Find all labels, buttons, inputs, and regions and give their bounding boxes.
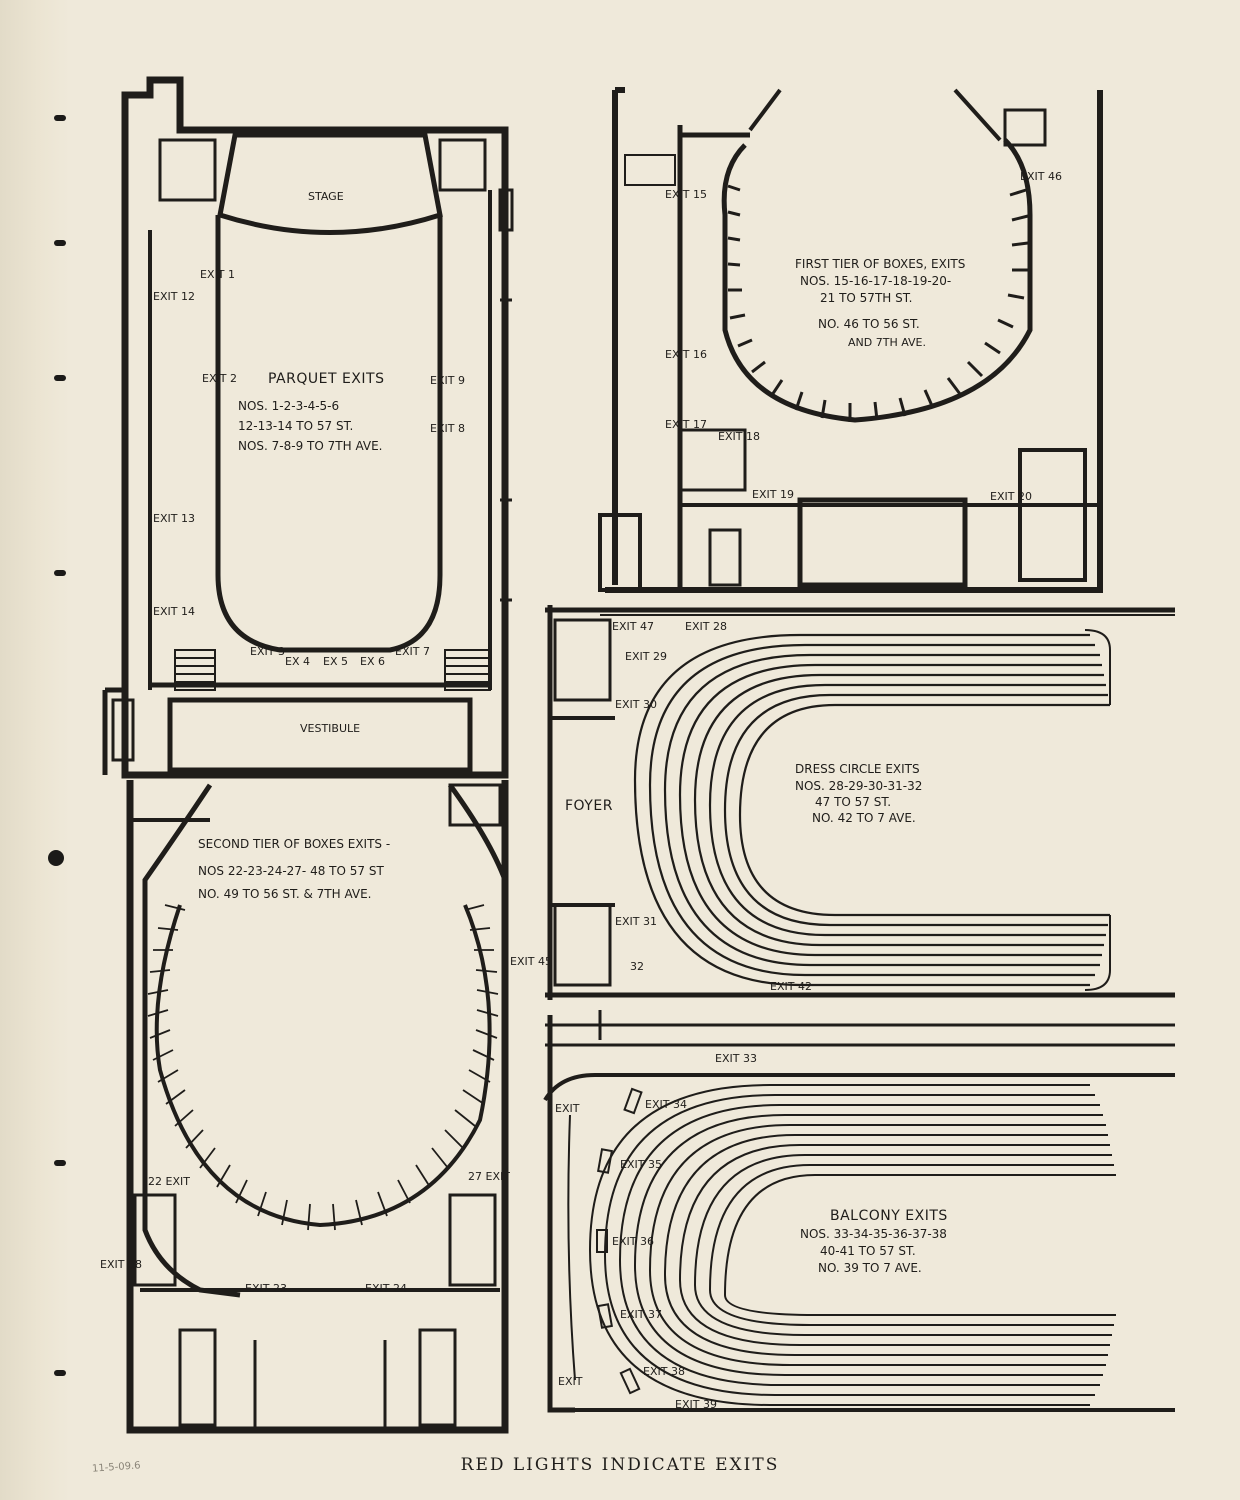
exit-38-second-tier-label: EXIT 38	[100, 1258, 142, 1271]
second-tier-line2: NO. 49 TO 56 ST. & 7TH AVE.	[198, 887, 372, 901]
exit-7-label: EXIT 7	[395, 645, 430, 658]
exit-17-label: EXIT 17	[665, 418, 707, 431]
binding-hole	[54, 1160, 66, 1166]
dress-circle-text: FOYER DRESS CIRCLE EXITS NOS. 28-29-30-3…	[565, 620, 922, 993]
parquet-plan	[102, 76, 514, 779]
exit-28-label: EXIT 28	[685, 620, 727, 633]
exit-9-label: EXIT 9	[430, 374, 465, 387]
binding-hole	[54, 240, 66, 246]
exit-12-label: EXIT 12	[153, 290, 195, 303]
foyer-label: FOYER	[565, 798, 613, 814]
exit-16-label: EXIT 16	[665, 348, 707, 361]
exit-46-label: EXIT 46	[1020, 170, 1062, 183]
binding-hole	[48, 850, 64, 866]
dress-circle-line1: NOS. 28-29-30-31-32	[795, 779, 922, 793]
parquet-title: PARQUET EXITS	[268, 371, 384, 387]
dress-circle-line2: 47 TO 57 ST.	[815, 795, 891, 809]
exit-15-label: EXIT 15	[665, 188, 707, 201]
first-tier-text: FIRST TIER OF BOXES, EXITS NOS. 15-16-17…	[665, 170, 1062, 503]
binding-hole	[54, 375, 66, 381]
exit-33-label: EXIT 33	[715, 1052, 757, 1065]
first-tier-plan	[598, 87, 1103, 593]
exit-8-label: EXIT 8	[430, 422, 465, 435]
exit-14-label: EXIT 14	[153, 605, 195, 618]
first-tier-box-partitions	[727, 184, 1029, 422]
binding-margin	[0, 0, 70, 1500]
exit-22-label: 22 EXIT	[148, 1175, 190, 1188]
exit-38-label: EXIT 38	[643, 1365, 685, 1378]
second-tier-plan	[126, 780, 509, 1434]
exit-37-label: EXIT 37	[620, 1308, 662, 1321]
exit-3-label: EXIT 3	[250, 645, 285, 658]
exit-32-label: 32	[630, 960, 644, 973]
exit-4-label: EX 4	[285, 655, 310, 668]
dress-circle-line3: NO. 42 TO 7 AVE.	[812, 811, 916, 825]
parquet-line3: NOS. 7-8-9 TO 7TH AVE.	[238, 439, 383, 453]
exit-27-label: 27 EXIT	[468, 1170, 510, 1183]
dress-circle-rows	[633, 633, 1110, 987]
binding-hole	[54, 115, 66, 121]
exit-36-label: EXIT 36	[612, 1235, 654, 1248]
exit-47-label: EXIT 47	[612, 620, 654, 633]
first-tier-title: FIRST TIER OF BOXES, EXITS	[795, 257, 965, 271]
balcony-line3: NO. 39 TO 7 AVE.	[818, 1261, 922, 1275]
balcony-plan	[543, 1010, 1175, 1413]
balcony-line1: NOS. 33-34-35-36-37-38	[800, 1227, 947, 1241]
second-tier-box-partitions	[147, 904, 499, 1231]
exit-20-label: EXIT 20	[990, 490, 1032, 503]
balcony-title: BALCONY EXITS	[830, 1208, 948, 1224]
exit-31-label: EXIT 31	[615, 915, 657, 928]
second-tier-text: SECOND TIER OF BOXES EXITS - NOS 22-23-2…	[100, 837, 552, 1295]
exit-35-label: EXIT 35	[620, 1158, 662, 1171]
stage-label: STAGE	[308, 190, 344, 203]
balcony-line2: 40-41 TO 57 ST.	[820, 1244, 916, 1258]
binding-hole	[54, 1370, 66, 1376]
parquet-line2: 12-13-14 TO 57 ST.	[238, 419, 353, 433]
vestibule-label: VESTIBULE	[300, 722, 360, 735]
first-tier-line3: NO. 46 TO 56 ST.	[818, 317, 920, 331]
exit-bottom-label: EXIT	[558, 1375, 583, 1388]
binding-hole	[54, 570, 66, 576]
first-tier-line2: 21 TO 57TH ST.	[820, 291, 912, 305]
balcony-rows	[588, 1084, 1116, 1406]
exit-42-label: EXIT 42	[770, 980, 812, 993]
exit-5-label: EX 5	[323, 655, 348, 668]
footer-caption: RED LIGHTS INDICATE EXITS	[460, 1455, 780, 1475]
first-tier-line1: NOS. 15-16-17-18-19-20-	[800, 274, 951, 288]
exit-6-label: EX 6	[360, 655, 385, 668]
first-tier-line4: AND 7TH AVE.	[848, 336, 926, 349]
dress-circle-title: DRESS CIRCLE EXITS	[795, 762, 920, 776]
second-tier-title: SECOND TIER OF BOXES EXITS -	[198, 837, 390, 851]
exit-34-label: EXIT 34	[645, 1098, 687, 1111]
exit-23-label: EXIT 23	[245, 1282, 287, 1295]
exit-29-label: EXIT 29	[625, 650, 667, 663]
exit-13-label: EXIT 13	[153, 512, 195, 525]
exit-2-label: EXIT 2	[202, 372, 237, 385]
exit-1-label: EXIT 1	[200, 268, 235, 281]
parquet-line1: NOS. 1-2-3-4-5-6	[238, 399, 339, 413]
exit-45-label: EXIT 45	[510, 955, 552, 968]
exit-39-label: EXIT 39	[675, 1398, 717, 1411]
exit-24-label: EXIT 24	[365, 1282, 407, 1295]
exit-18-label: EXIT 18	[718, 430, 760, 443]
balcony-text: BALCONY EXITS NOS. 33-34-35-36-37-38 40-…	[555, 1052, 948, 1411]
parquet-text: STAGE VESTIBULE PARQUET EXITS NOS. 1-2-3…	[153, 190, 465, 735]
exit-30-label: EXIT 30	[615, 698, 657, 711]
exit-top-label: EXIT	[555, 1102, 580, 1115]
dress-circle-plan	[545, 605, 1175, 1000]
exit-19-label: EXIT 19	[752, 488, 794, 501]
second-tier-line1: NOS 22-23-24-27- 48 TO 57 ST	[198, 864, 384, 878]
